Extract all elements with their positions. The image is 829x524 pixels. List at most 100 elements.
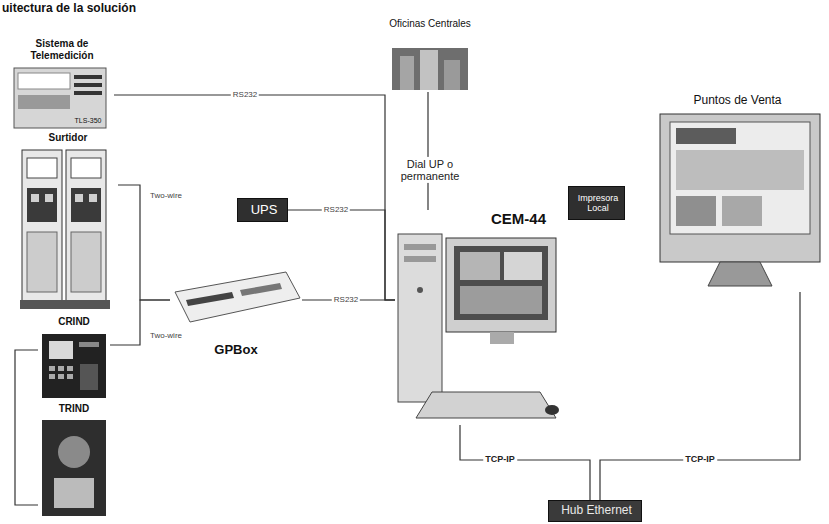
monitor-display: [18, 73, 70, 89]
crind-key: [58, 374, 64, 379]
gpbox-device: [175, 272, 300, 322]
gpbox-marking: [240, 283, 282, 296]
crind-body: [42, 334, 106, 398]
serial-line: [288, 210, 395, 300]
dispenser-base: [20, 300, 110, 309]
drive-bay: [404, 244, 436, 250]
monitor-bar: [74, 91, 102, 95]
dispenser-display: [27, 158, 57, 178]
dispenser-lower-panel: [71, 232, 101, 292]
crind-illustration: [42, 334, 106, 398]
connector-label: Two-wire: [148, 331, 184, 342]
device-node: Puntos de Venta: [650, 94, 825, 292]
connector-label: Two-wire: [148, 191, 184, 202]
dispenser-display: [71, 158, 101, 178]
crind-slot: [79, 342, 99, 347]
dispenser-body: [22, 150, 62, 302]
screen-window: [460, 286, 542, 314]
dispenser-panel: [27, 188, 57, 222]
dark-box: UPS: [237, 198, 288, 222]
monitor-bar: [74, 75, 102, 79]
pos-window: [722, 196, 762, 226]
device-node: TRIND: [38, 403, 110, 521]
pos-screen: [670, 122, 810, 234]
crind-screen: [49, 341, 73, 359]
drive-bay: [404, 256, 436, 262]
device-node: GPBox: [170, 268, 302, 358]
gpbox-marking: [186, 292, 234, 306]
dispenser-button: [31, 194, 39, 202]
pos-window: [676, 150, 804, 190]
office-building: [400, 56, 414, 90]
office-illustration: [392, 48, 468, 90]
office-building: [420, 50, 438, 90]
computer-tower: [398, 234, 442, 402]
model-number: TLS-350: [74, 117, 103, 125]
mouse: [545, 405, 559, 415]
dispenser-lower-panel: [27, 232, 57, 292]
box-label: Impresora Local: [572, 193, 624, 214]
pos-window: [676, 196, 716, 226]
node-heading: CEM-44: [491, 210, 546, 227]
node-heading: Puntos de Venta: [693, 94, 781, 108]
monitor-screen: [454, 246, 548, 320]
monitor-frame: [446, 238, 556, 332]
diagram-title: uitectura de la solución: [2, 1, 136, 15]
pos-window: [676, 128, 736, 144]
connector-label: RS232: [322, 205, 350, 216]
device-node: CRIND: [38, 316, 110, 402]
office-building: [444, 60, 460, 90]
node-heading: Oficinas Centrales: [389, 18, 471, 30]
power-button: [417, 287, 423, 293]
pos-illustration: [660, 114, 820, 286]
crind-key: [49, 374, 55, 379]
dispenser-body: [66, 150, 106, 302]
connector-label: TCP-IP: [683, 454, 717, 466]
node-heading: GPBox: [214, 343, 257, 358]
dispenser-button: [89, 194, 97, 202]
server-node: CEM-44: [395, 210, 560, 425]
crind-key: [49, 366, 55, 371]
node-heading: CRIND: [58, 316, 90, 328]
link-line: [15, 350, 38, 505]
dispenser-button: [75, 194, 83, 202]
monitor-bar: [74, 83, 102, 87]
lan-line: [460, 425, 590, 500]
dark-box: Hub Ethernet: [548, 500, 642, 522]
gpbox-illustration: [175, 272, 300, 322]
tank-monitor-illustration: [14, 68, 106, 128]
dispenser-panel: [71, 188, 101, 222]
lan-line: [600, 292, 800, 500]
node-heading: TRIND: [59, 403, 90, 415]
connector-label: TCP-IP: [483, 454, 517, 466]
office-photo: [392, 48, 468, 90]
monitor-stand: [490, 332, 514, 344]
trind-reader: [58, 436, 90, 468]
monitor-housing: [14, 68, 106, 128]
computer-illustration: [398, 234, 559, 418]
monitor-panel: [18, 95, 70, 109]
trind-hand: [54, 478, 94, 508]
connector-label: RS232: [231, 90, 259, 101]
connector-label: Dial UP o permanente: [393, 157, 467, 183]
crind-key: [58, 366, 64, 371]
serial-line: [114, 95, 395, 300]
crind-key: [67, 366, 73, 371]
trind-body: [42, 420, 106, 516]
screen-window: [460, 252, 500, 280]
wan-line: [427, 92, 428, 210]
dispenser-button: [45, 194, 53, 202]
box-label: Hub Ethernet: [561, 504, 632, 518]
trind-illustration: [42, 420, 106, 516]
crind-key: [67, 374, 73, 379]
connector-label: RS232: [332, 295, 360, 306]
pos-stand: [708, 262, 772, 286]
box-label: UPS: [251, 203, 278, 218]
site-node: Oficinas Centrales: [385, 18, 475, 92]
dark-box: Impresora Local: [568, 186, 625, 220]
dispenser-illustration: [20, 150, 110, 309]
node-heading: Surtidor: [49, 132, 88, 144]
pos-monitor: [660, 114, 820, 262]
